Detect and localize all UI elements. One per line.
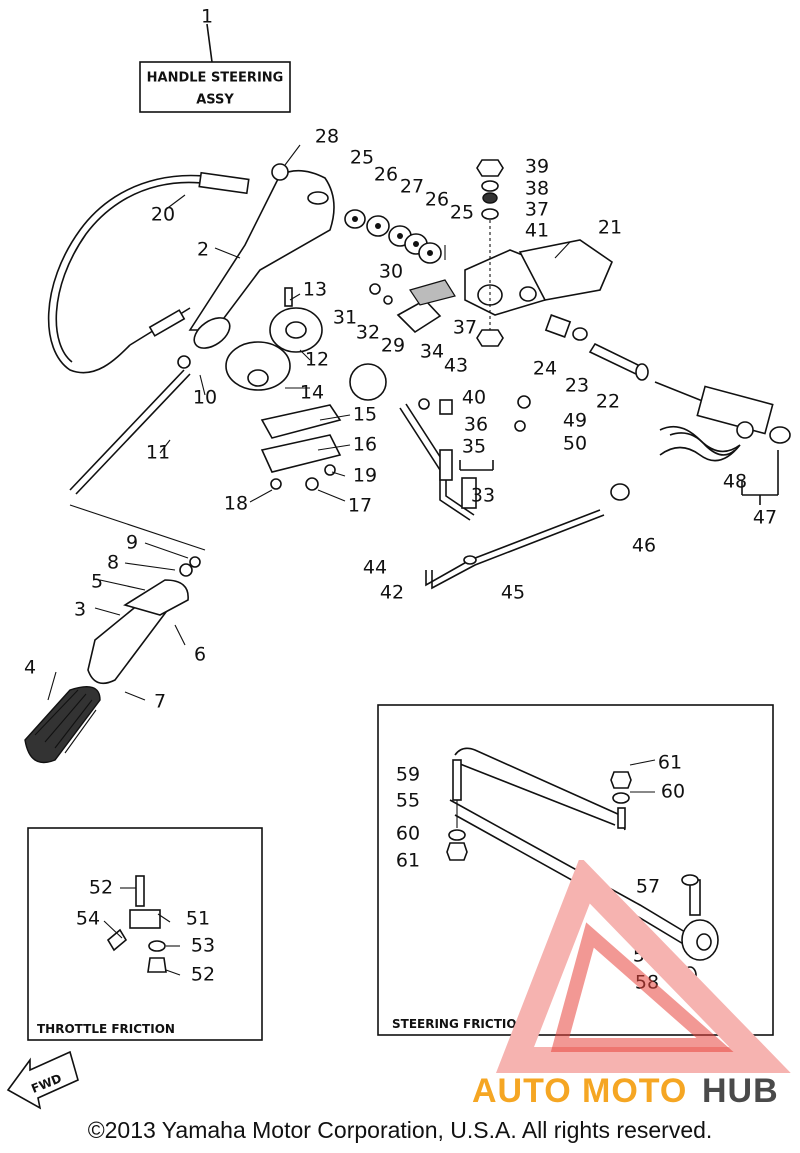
callout-60a: 60 [396, 823, 420, 845]
callout-49: 49 [563, 410, 587, 432]
logo-part1: AUTO [472, 1072, 572, 1110]
callout-17: 17 [348, 495, 372, 517]
callout-39: 39 [525, 156, 549, 178]
throttle-friction-label: THROTTLE FRICTION [37, 1022, 175, 1036]
nut-stack [476, 159, 504, 347]
bracket-21 [464, 239, 613, 316]
callout-52b: 52 [191, 964, 215, 986]
callout-9: 9 [126, 532, 138, 554]
bolt-22 [544, 314, 649, 381]
callout-35: 35 [462, 436, 486, 458]
logo-part2: MOTO [582, 1072, 687, 1110]
callout-26a: 26 [374, 164, 398, 186]
fwd-arrow-icon: FWD [6, 1050, 79, 1110]
callout-43: 43 [444, 355, 468, 377]
callout-55: 55 [396, 790, 420, 812]
callout-15: 15 [353, 404, 377, 426]
copyright-notice: ©2013 Yamaha Motor Corporation, U.S.A. A… [87, 1117, 713, 1143]
callout-48: 48 [723, 471, 747, 493]
callout-45: 45 [501, 582, 525, 604]
callout-33: 33 [471, 485, 495, 507]
callout-41: 41 [525, 220, 549, 242]
callout-30: 30 [379, 261, 403, 283]
callout-60b: 60 [661, 781, 685, 803]
callout-36: 36 [464, 414, 488, 436]
callout-32: 32 [356, 322, 380, 344]
shift-lever [349, 363, 477, 521]
washer-stack [344, 209, 442, 264]
callout-7: 7 [154, 691, 166, 713]
callout-61b: 61 [658, 752, 682, 774]
callout-51: 51 [186, 908, 210, 930]
callout-44: 44 [363, 557, 387, 579]
callout-50: 50 [563, 433, 587, 455]
kill-switch [514, 381, 791, 462]
steering-friction-label: STEERING FRICTION [392, 1017, 527, 1031]
links-42-46 [425, 483, 630, 590]
callout-labels: 1 2 3 4 5 6 7 8 9 10 11 12 13 14 15 16 1… [24, 6, 777, 994]
steering-friction-panel: STEERING FRICTION [377, 704, 774, 1036]
callout-11: 11 [146, 442, 170, 464]
title-box: HANDLE STEERING ASSY [139, 23, 291, 113]
callout-10: 10 [193, 387, 217, 409]
throttle-friction-panel: THROTTLE FRICTION [27, 827, 263, 1041]
callout-25b: 25 [450, 202, 474, 224]
callout-20: 20 [151, 204, 175, 226]
small-parts-29-32 [369, 279, 456, 334]
callout-46: 46 [632, 535, 656, 557]
callout-54: 54 [76, 908, 100, 930]
automotohub-logo: AUTO MOTO HUB [472, 860, 791, 1110]
callout-61a: 61 [396, 850, 420, 872]
callout-40: 40 [462, 387, 486, 409]
callout-37b: 37 [453, 317, 477, 339]
title-line2: ASSY [196, 93, 234, 108]
callout-29: 29 [381, 335, 405, 357]
logo-part3: HUB [702, 1072, 779, 1110]
callout-22: 22 [596, 391, 620, 413]
callout-14: 14 [300, 382, 324, 404]
callout-4: 4 [24, 657, 36, 679]
callout-8: 8 [107, 552, 119, 574]
callout-13: 13 [303, 279, 327, 301]
callout-26b: 26 [425, 189, 449, 211]
callout-19: 19 [353, 465, 377, 487]
cable-20 [47, 171, 250, 374]
callout-27: 27 [400, 176, 424, 198]
callout-37a: 37 [525, 199, 549, 221]
title-line1: HANDLE STEERING [147, 71, 284, 86]
rod-11 [69, 355, 191, 495]
callout-28: 28 [315, 126, 339, 148]
throttle-grip [24, 556, 201, 764]
callout-16: 16 [353, 434, 377, 456]
callout-3: 3 [74, 599, 86, 621]
steering-handle-arm [188, 163, 335, 349]
callout-25a: 25 [350, 147, 374, 169]
callout-24: 24 [533, 358, 557, 380]
callout-12: 12 [305, 349, 329, 371]
callout-21: 21 [598, 217, 622, 239]
callout-18: 18 [224, 493, 248, 515]
callout-23: 23 [565, 375, 589, 397]
callout-31: 31 [333, 307, 357, 329]
leader-lines [47, 144, 571, 701]
callout-52a: 52 [89, 877, 113, 899]
callout-38: 38 [525, 178, 549, 200]
callout-47: 47 [753, 507, 777, 529]
callout-57: 57 [636, 876, 660, 898]
callout-6: 6 [194, 644, 206, 666]
callout-1: 1 [201, 6, 213, 28]
callout-2: 2 [197, 239, 209, 261]
callout-5: 5 [91, 571, 103, 593]
callout-34: 34 [420, 341, 444, 363]
callout-59: 59 [396, 764, 420, 786]
callout-53: 53 [191, 935, 215, 957]
callout-42: 42 [380, 582, 404, 604]
